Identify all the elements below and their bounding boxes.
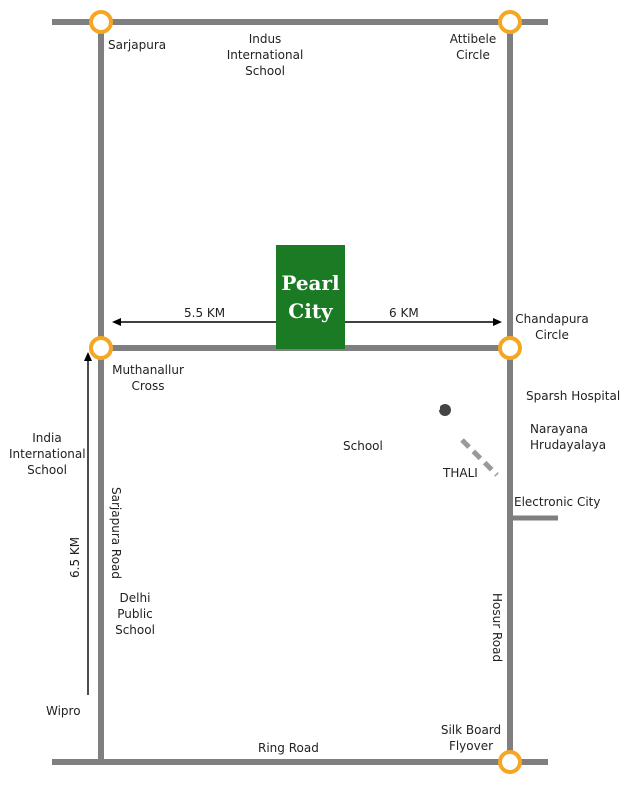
label-ring-road: Ring Road bbox=[258, 741, 319, 755]
label-sarjapura: Sarjapura bbox=[108, 38, 167, 52]
label-indus-school: Indus International School bbox=[226, 32, 304, 78]
label-sparsh-hospital: Sparsh Hospital bbox=[526, 389, 621, 403]
label-chandapura-circle: Chandapura Circle bbox=[515, 312, 589, 342]
label-electronic-city: Electronic City bbox=[514, 495, 601, 509]
distance-vertical: 6.5 KM bbox=[68, 536, 82, 578]
blurred-area bbox=[180, 360, 440, 410]
label-wipro: Wipro bbox=[46, 704, 81, 718]
project-name-line2: City bbox=[288, 299, 333, 323]
project-name-line1: Pearl bbox=[281, 271, 340, 295]
label-thali: THALI bbox=[443, 466, 478, 480]
label-india-school: India International School bbox=[9, 431, 86, 477]
label-delhi-school: Delhi Public School bbox=[115, 591, 155, 637]
distance-right: 6 KM bbox=[389, 306, 419, 320]
junction-node bbox=[498, 336, 522, 360]
label-narayana-hrudayalaya: Narayana Hrudayalaya bbox=[530, 422, 607, 452]
thali-pointer bbox=[460, 438, 499, 477]
label-attibele-circle: Attibele Circle bbox=[449, 32, 497, 62]
label-hosur-road: Hosur Road bbox=[490, 593, 504, 663]
junction-node bbox=[498, 10, 522, 34]
project-marker: Pearl City bbox=[276, 245, 345, 349]
label-school: School bbox=[343, 439, 383, 453]
label-muthanallur-cross: Muthanallur Cross bbox=[112, 363, 184, 393]
junction-node bbox=[89, 336, 113, 360]
label-sarjapura-road: Sarjapura Road bbox=[109, 487, 123, 580]
label-silk-board-flyover: Silk Board Flyover bbox=[440, 723, 502, 753]
junction-node bbox=[89, 10, 113, 34]
junction-node bbox=[498, 750, 522, 774]
distance-left: 5.5 KM bbox=[184, 306, 226, 320]
thali-marker bbox=[439, 404, 451, 416]
